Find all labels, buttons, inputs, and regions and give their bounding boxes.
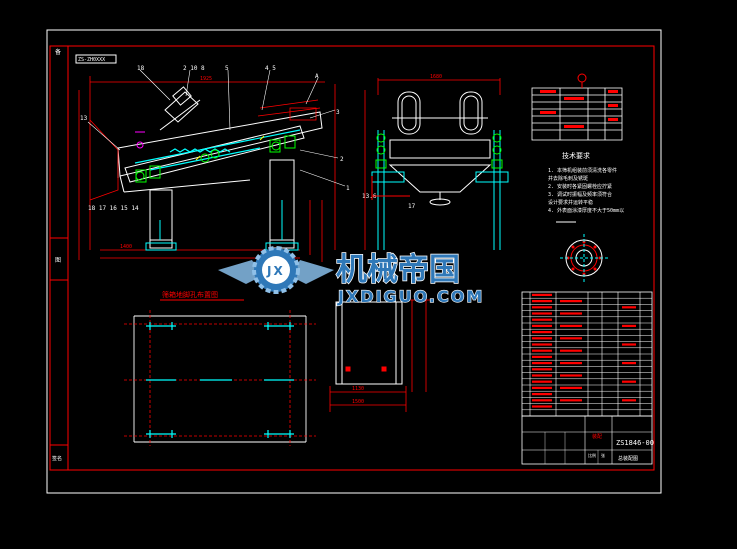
bom-cell-mark [532, 393, 552, 396]
bom-cell-mark [532, 362, 552, 365]
bom-cell-mark [622, 306, 636, 309]
title-material: 装配 [592, 433, 602, 440]
bom-cell-mark [532, 300, 552, 303]
dim-1500: 1500 [352, 399, 364, 405]
bom-cell-mark [532, 312, 552, 315]
bom-cell-mark [560, 374, 582, 377]
bom-cell-mark [622, 399, 636, 402]
label-13: 13 [80, 115, 88, 122]
bom-cell-mark [532, 386, 552, 389]
bom-cell-mark [532, 293, 552, 296]
bom-cell-mark [532, 399, 552, 402]
note-line-6: 4. 外表面涂漆厚度不大于50mm以 [548, 207, 624, 214]
outer-frame [46, 29, 662, 494]
bom-cell-mark [532, 349, 552, 352]
left-margin-tabs [49, 45, 69, 471]
bom-cell-mark [560, 362, 582, 365]
left-tab-1: 备 [55, 48, 61, 56]
flange-detail [556, 221, 608, 282]
plan-title: 筛箱地脚孔布置图 [162, 290, 218, 299]
bom-cell-mark [560, 386, 582, 389]
bom-cell-mark [532, 355, 552, 358]
note-line-1: 1. 本筛机组装前须清洗各零件 [548, 167, 617, 174]
notes-list: 1. 本筛机组装前须清洗各零件 并去除毛刺及锈斑 2. 安装时各紧固螺栓应拧紧 … [548, 167, 624, 214]
watermark-badge: JX [266, 264, 285, 278]
bom-cell-mark [532, 318, 552, 321]
bom-cell-mark [532, 405, 552, 408]
side-view [364, 78, 509, 250]
drawing-number: ZS1846-00 [616, 439, 654, 447]
label-18: 18 [137, 65, 145, 72]
label-1680: 1680 [430, 74, 442, 80]
label-3: 3 [336, 109, 340, 116]
bom-cell-mark [560, 312, 582, 315]
title-sheet: 张 [601, 452, 605, 458]
label-17: 17 [408, 203, 416, 210]
note-line-4: 3. 调试时振幅及频率须符合 [548, 191, 612, 198]
label-1400: 1400 [120, 244, 132, 250]
note-line-2: 并去除毛刺及锈斑 [548, 175, 588, 182]
bom-cell-mark [532, 368, 552, 371]
label-parts-row: 18 17 16 15 14 [88, 205, 139, 212]
label-2-10-8: 2 10 8 [183, 65, 205, 72]
plan-view [124, 310, 316, 446]
code-box-text: ZS-ZH0XXX [78, 57, 105, 63]
left-tab-2: 图 [55, 257, 61, 264]
bom-cell-mark [532, 306, 552, 309]
bom-cell-mark [532, 337, 552, 340]
label-5: 5 [225, 65, 229, 72]
bom-cell-mark [560, 399, 582, 402]
notes-title: 技术要求 [562, 151, 590, 160]
watermark-en: JXDIGUO.COM [337, 287, 484, 306]
title-block [521, 415, 653, 465]
discharge-chute [329, 299, 430, 412]
bom-table [521, 291, 653, 417]
watermark: JX [218, 246, 334, 294]
bom-cell-mark [622, 362, 636, 365]
bom-cell-mark [532, 343, 552, 346]
label-A: A [315, 73, 319, 80]
left-tab-3: 签名 [52, 455, 62, 462]
bom-cell-mark [532, 374, 552, 377]
label-1: 1 [346, 185, 350, 192]
title-scale: 比例 [588, 452, 596, 458]
watermark-wing-left [218, 260, 262, 284]
code-box [75, 54, 117, 64]
watermark-cn: 机械帝国 [336, 252, 460, 288]
label-1925: 1925 [200, 76, 212, 82]
label-4-5: 4 5 [265, 65, 276, 72]
bom-cell-mark [622, 324, 636, 327]
bom-cell-mark [532, 331, 552, 334]
bom-cell-mark [532, 380, 552, 383]
spec-table [531, 73, 623, 141]
bom-cell-mark [622, 343, 636, 346]
bom-cell-mark [560, 337, 582, 340]
front-view [78, 69, 346, 262]
bom-cell-mark [560, 300, 582, 303]
dim-1130: 1130 [352, 386, 364, 392]
bom-cell-mark [622, 380, 636, 383]
watermark-wing-right [290, 260, 334, 284]
note-line-3: 2. 安装时各紧固螺栓应拧紧 [548, 183, 612, 190]
bom-cell-mark [532, 324, 552, 327]
label-13-6: 13.6 [362, 193, 377, 200]
bom-cell-mark [560, 324, 582, 327]
label-2: 2 [340, 156, 344, 163]
note-line-5: 设计要求并运转平稳 [548, 199, 593, 206]
drawing-name: 总装配图 [618, 455, 638, 462]
bom-cell-mark [560, 349, 582, 352]
